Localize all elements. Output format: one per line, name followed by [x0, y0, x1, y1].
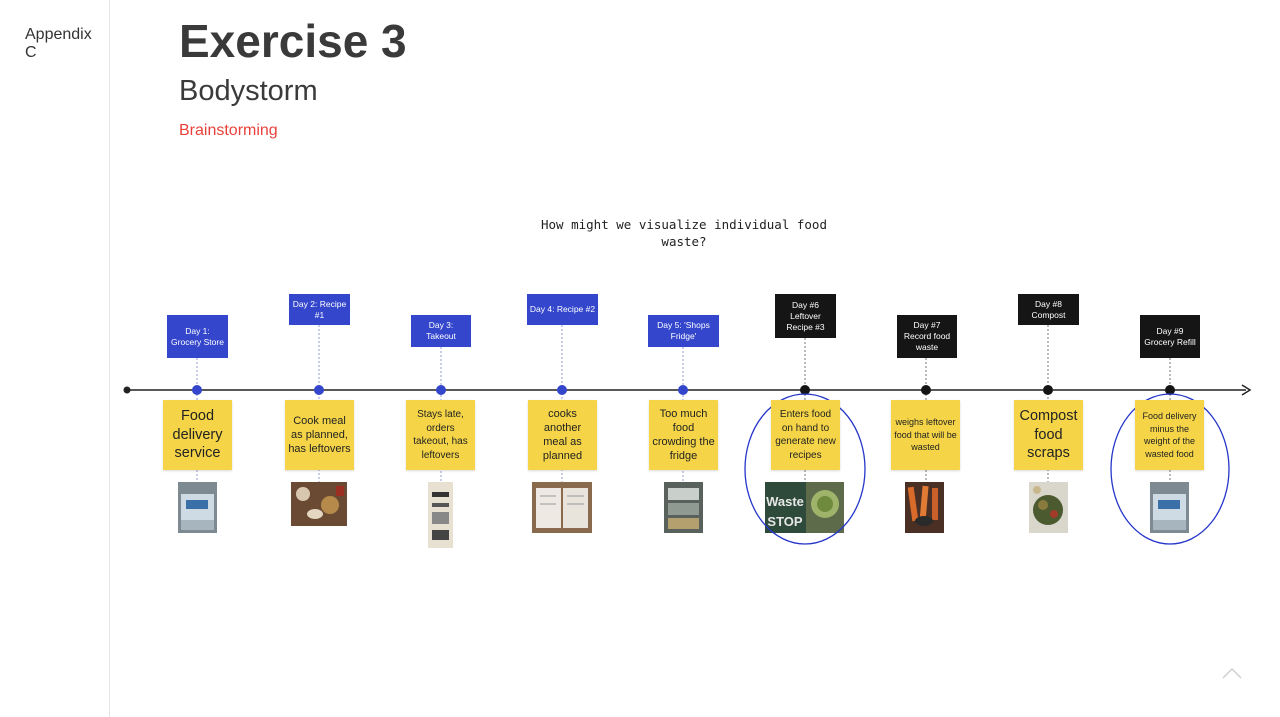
- scroll-to-top-button[interactable]: [1220, 663, 1244, 683]
- section-label: Brainstorming: [179, 122, 278, 139]
- timeline-node: [192, 385, 202, 395]
- photo-fridge: [664, 482, 703, 533]
- page-title: Exercise 3: [179, 15, 407, 67]
- sticky-note-6: Enters food on hand to generate new reci…: [771, 400, 840, 470]
- photo-waste-text: Waste: [766, 494, 804, 509]
- day-label-3: Day 3: Takeout: [411, 315, 471, 347]
- sticky-note-4: cooks another meal as planned: [528, 400, 597, 470]
- highlight-circle-day6: [744, 393, 866, 545]
- sticky-note-7: weighs leftover food that will be wasted: [891, 400, 960, 470]
- timeline-node: [921, 385, 931, 395]
- timeline-arrow-icon: [1241, 384, 1252, 396]
- sidebar: Appendix C: [0, 0, 110, 717]
- photo-takeout-bag: [428, 482, 453, 548]
- timeline-node: [1165, 385, 1175, 395]
- photo-stop-text: STOP: [767, 514, 802, 529]
- day-label-8: Day #8 Compost: [1018, 294, 1079, 325]
- photo-meal-table: [291, 482, 347, 526]
- sticky-note-3: Stays late, orders takeout, has leftover…: [406, 400, 475, 470]
- day-label-2: Day 2: Recipe #1: [289, 294, 350, 325]
- photo-recipe-book: [532, 482, 592, 533]
- highlight-circle-day9: [1110, 393, 1230, 545]
- timeline-node: [314, 385, 324, 395]
- photo-waste-sign-and-salad: Waste STOP: [765, 482, 844, 533]
- sticky-note-8: Compost food scraps: [1014, 400, 1083, 470]
- sticky-note-5: Too much food crowding the fridge: [649, 400, 718, 470]
- appendix-label: Appendix C: [25, 26, 92, 61]
- timeline-node: [800, 385, 810, 395]
- timeline-node: [557, 385, 567, 395]
- photo-compost-bowl: [1029, 482, 1068, 533]
- page-subtitle: Bodystorm: [179, 75, 318, 107]
- day-label-6: Day #6 Leftover Recipe #3: [775, 294, 836, 338]
- timeline-node: [678, 385, 688, 395]
- sticky-note-2: Cook meal as planned, has leftovers: [285, 400, 354, 470]
- timeline-node: [1043, 385, 1053, 395]
- day-label-1: Day 1: Grocery Store: [167, 315, 228, 358]
- day-label-4: Day 4: Recipe #2: [527, 294, 598, 325]
- timeline-node: [436, 385, 446, 395]
- timeline-start-dot: [123, 386, 131, 394]
- sticky-note-1: Food delivery service: [163, 400, 232, 470]
- board-question: How might we visualize individual food w…: [541, 217, 827, 249]
- day-label-9: Day #9 Grocery Refill: [1140, 315, 1200, 358]
- photo-delivery-box-refill: [1150, 482, 1189, 533]
- sticky-note-9: Food delivery minus the weight of the wa…: [1135, 400, 1204, 470]
- photo-carrots: [905, 482, 944, 533]
- day-label-7: Day #7 Record food waste: [897, 315, 957, 358]
- chevron-up-icon: [1222, 667, 1242, 679]
- photo-delivery-box: [178, 482, 217, 533]
- day-label-5: Day 5: 'Shops Fridge': [648, 315, 719, 347]
